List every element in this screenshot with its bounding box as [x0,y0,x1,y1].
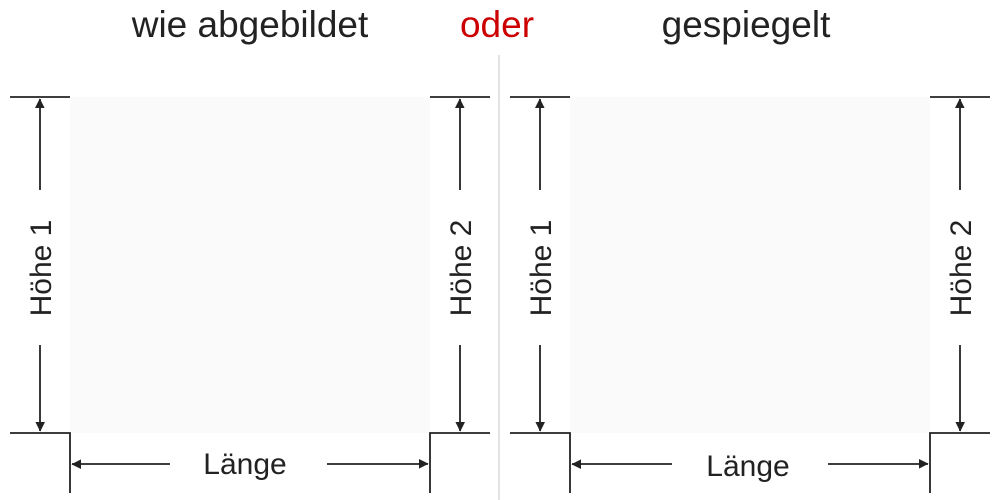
height-1-label: Höhe 1 [25,220,58,317]
height-1-label: Höhe 1 [525,220,558,317]
panel-as-shown: Höhe 1 Höhe 2 Länge [10,96,490,493]
length-label: Länge [203,448,286,481]
height-2-label: Höhe 2 [445,220,478,317]
panel-area [70,97,430,433]
title-mirrored: gespiegelt [662,4,831,45]
title-or: oder [460,4,534,45]
height-2-label: Höhe 2 [945,220,978,317]
title-as-shown: wie abgebildet [131,4,369,45]
panel-mirrored: Höhe 1 Höhe 2 Länge [510,96,990,493]
length-label: Länge [706,450,789,483]
panel-area [570,97,930,433]
